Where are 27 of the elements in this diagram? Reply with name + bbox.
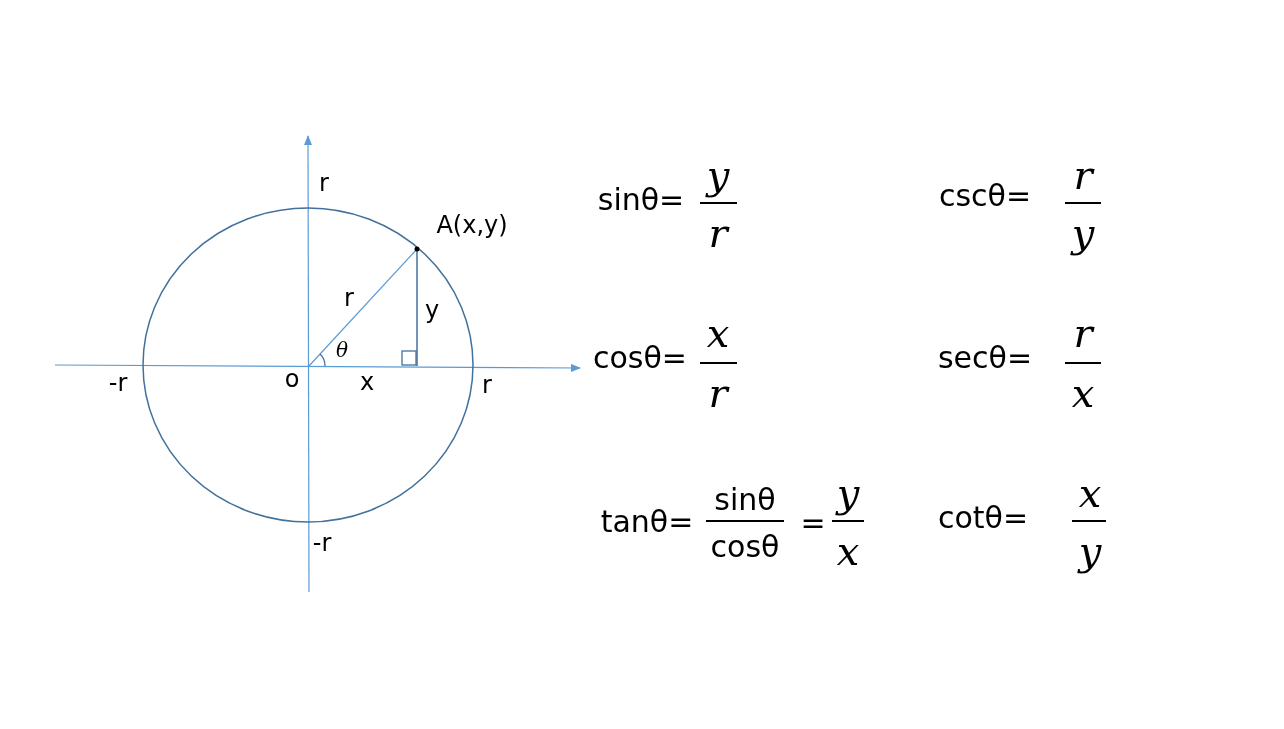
side-label: r — [344, 286, 354, 310]
numerator: x — [706, 313, 730, 353]
axis-label: -r — [108, 371, 128, 395]
equals-sign: = — [800, 508, 826, 538]
formula-text: secθ= — [937, 343, 1033, 373]
origin-label: o — [284, 367, 300, 391]
formula-text: tanθ= — [600, 507, 694, 537]
point-label: A(x,y) — [436, 213, 508, 237]
side-label: x — [359, 370, 375, 394]
numerator: x — [1078, 473, 1102, 513]
denominator: x — [1071, 373, 1095, 413]
numerator: r — [1073, 155, 1093, 195]
numerator: sinθ — [714, 485, 776, 515]
formula-text: sinθ= — [597, 185, 685, 215]
formula-text: cosθ= — [593, 343, 687, 373]
axis-label: -r — [312, 531, 332, 555]
denominator: cosθ — [710, 532, 780, 562]
axis-label: r — [319, 171, 329, 195]
axis-label: r — [482, 373, 492, 397]
denominator: r — [708, 373, 728, 413]
formula-text: cscθ= — [938, 181, 1032, 211]
side-label: y — [424, 298, 440, 322]
numerator: r — [1073, 313, 1093, 353]
denominator: r — [708, 213, 728, 253]
angle-label: θ — [336, 340, 348, 360]
denominator: x — [836, 531, 860, 571]
formula-text: cotθ= — [937, 503, 1029, 533]
